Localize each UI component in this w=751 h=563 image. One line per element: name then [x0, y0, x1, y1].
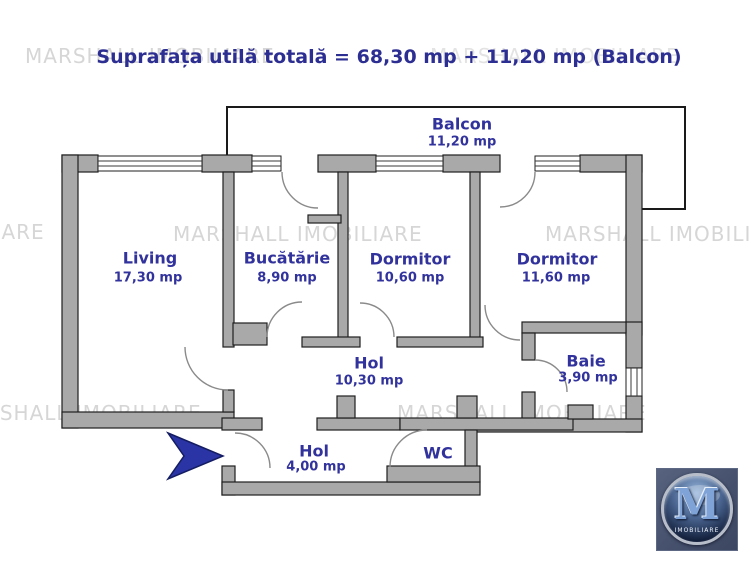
wall-segment [222, 171, 235, 348]
wall-segment [201, 154, 253, 173]
walls [61, 154, 643, 496]
watermark-text: MARSHALL IMOBILIARE [173, 222, 423, 246]
room-area-dormitor-1: 10,60 mp [375, 270, 445, 286]
room-area-hol-1: 10,30 mp [334, 373, 404, 389]
room-label-balcon: Balcon [431, 114, 493, 134]
watermark-text: MARSHALL IMOBILIARE [0, 220, 45, 244]
wall-segment [625, 154, 643, 336]
balcony-outline [226, 106, 686, 210]
wall-segment [464, 429, 478, 471]
door-arcs [184, 171, 568, 469]
entrance-arrow-icon [165, 431, 225, 481]
room-area-living: 17,30 mp [113, 270, 183, 286]
wall-segment [337, 171, 349, 344]
wall-segment [567, 404, 594, 420]
room-area-baie: 3,90 mp [558, 370, 618, 386]
room-area-bucatarie: 8,90 mp [257, 270, 317, 286]
door-arc-dormitor2-balcon [499, 171, 536, 208]
wall-segment [456, 395, 478, 419]
door-arc-entrance [234, 432, 271, 469]
room-label-bucatarie: Bucătărie [243, 248, 331, 268]
room-area-balcon: 11,20 mp [427, 134, 497, 150]
window [375, 155, 444, 172]
wall-segment [61, 411, 235, 429]
watermark-text: MARSHALL IMOBILIARE [25, 44, 275, 68]
agency-logo: M IMOBILIARE [656, 468, 738, 551]
wall-segment [221, 481, 481, 496]
door-arc-dormitor1 [359, 302, 395, 338]
door-arc-wc [389, 429, 428, 468]
wall-segment [221, 417, 263, 431]
wall-segment [625, 321, 643, 369]
wall-segment [61, 154, 79, 429]
room-label-baie: Baie [566, 351, 606, 371]
wall-segment [399, 417, 574, 431]
wall-segment [386, 465, 481, 483]
wall-segment [442, 154, 501, 173]
room-label-dormitor-2: Dormitor [516, 249, 598, 269]
door-arc-dormitor2 [484, 304, 521, 341]
wall-segment [469, 171, 481, 346]
page-title: Suprafața utilă totală = 68,30 mp + 11,2… [96, 46, 682, 68]
room-label-living: Living [122, 248, 178, 268]
wall-segment [307, 214, 342, 224]
wall-segment [521, 321, 627, 334]
room-area-hol-2: 4,00 mp [286, 459, 346, 475]
room-label-hol-1: Hol [354, 353, 384, 373]
window [534, 155, 581, 172]
logo-circle: M IMOBILIARE [661, 473, 733, 545]
room-area-dormitor-2: 11,60 mp [521, 270, 591, 286]
door-arc-baie [534, 359, 568, 393]
room-label-wc: WC [423, 443, 453, 463]
logo-gloss [680, 485, 720, 505]
room-label-hol-2: Hol [299, 441, 329, 461]
window [97, 155, 203, 172]
wall-segment [396, 336, 484, 348]
wall-segment [222, 389, 235, 413]
wall-segment [521, 332, 536, 361]
windows [97, 155, 643, 397]
wall-segment [317, 154, 377, 173]
door-arc-bucatarie [266, 301, 303, 338]
wall-segment [336, 395, 356, 419]
logo-subtext: IMOBILIARE [674, 527, 720, 534]
window [625, 367, 643, 397]
wall-segment [316, 417, 401, 431]
room-label-dormitor-1: Dormitor [369, 249, 451, 269]
door-arc-living [184, 346, 229, 391]
window [251, 155, 282, 172]
wall-segment [521, 391, 536, 421]
logo-letter: M [673, 480, 721, 529]
wall-segment [232, 322, 268, 346]
wall-segment [301, 336, 361, 348]
door-arc-bucatarie-balcon [281, 171, 319, 209]
watermark-text: MARSHALL IMOBILIARE [545, 222, 751, 246]
watermark-text: MARSHALL IMOBILIARE [430, 44, 680, 68]
